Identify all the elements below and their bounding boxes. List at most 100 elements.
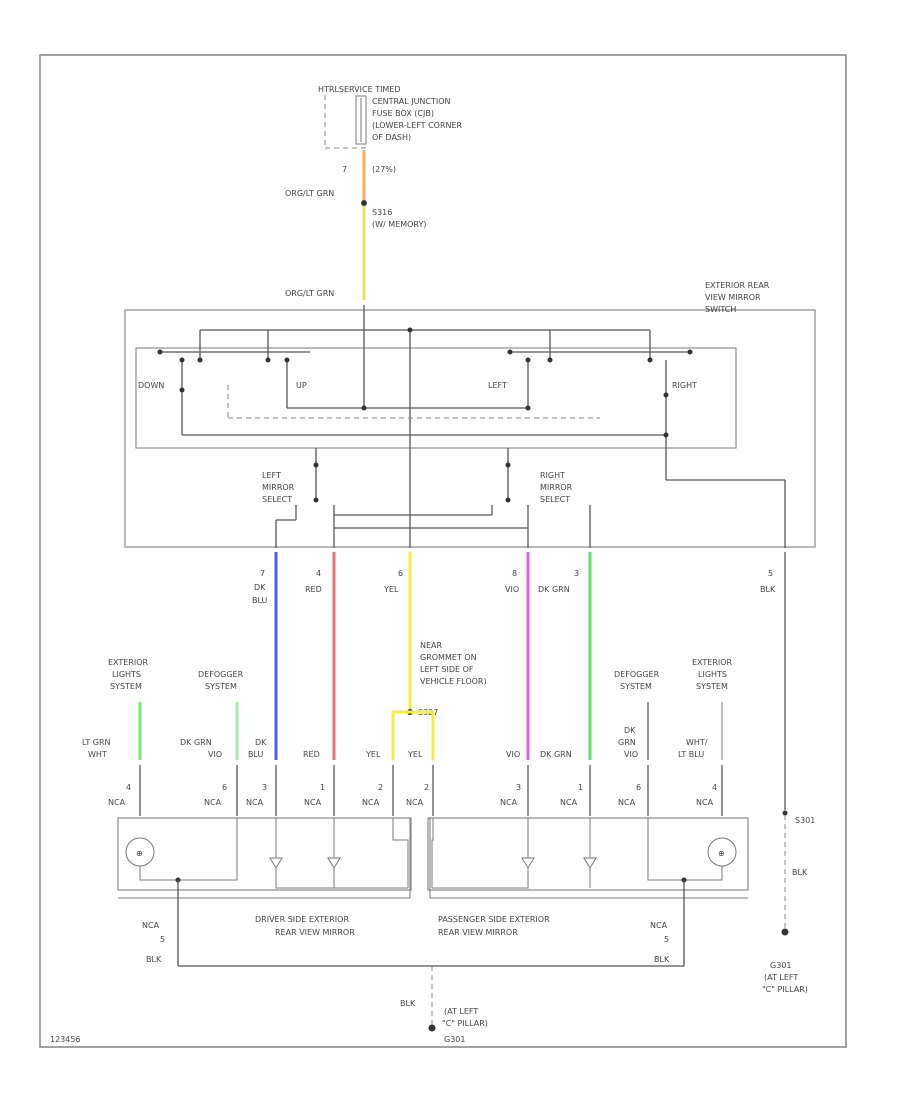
svg-text:NCA: NCA bbox=[618, 798, 636, 807]
ground-right-wire: BLK bbox=[654, 955, 670, 964]
svg-text:VIO: VIO bbox=[208, 750, 222, 759]
svg-text:WHT/: WHT/ bbox=[686, 738, 708, 747]
switch-title-3: SWITCH bbox=[705, 305, 736, 314]
svg-text:DK: DK bbox=[624, 726, 636, 735]
switch-internal-wiring bbox=[157, 305, 786, 548]
driver-motor-a-icon bbox=[269, 857, 283, 869]
svg-text:NCA: NCA bbox=[304, 798, 322, 807]
svg-text:NCA: NCA bbox=[696, 798, 714, 807]
svg-text:LT BLU: LT BLU bbox=[678, 750, 704, 759]
splice-s316-desc: (W/ MEMORY) bbox=[372, 220, 426, 229]
svg-text:⊕: ⊕ bbox=[136, 849, 143, 858]
pin-4-wire: RED bbox=[305, 585, 322, 594]
pass-mirror-label-1: PASSENGER SIDE EXTERIOR bbox=[438, 915, 550, 924]
svg-text:NCA: NCA bbox=[108, 798, 126, 807]
svg-text:3: 3 bbox=[262, 783, 267, 792]
grommet-4: VEHICLE FLOOR) bbox=[420, 677, 487, 686]
svg-text:NCA: NCA bbox=[406, 798, 424, 807]
ground-left-pin: 5 bbox=[160, 935, 165, 944]
svg-text:DK GRN: DK GRN bbox=[180, 738, 212, 747]
fuse-block: HTRLSERVICE TIMED CENTRAL JUNCTION FUSE … bbox=[318, 85, 463, 174]
driver-mirror-label-1: DRIVER SIDE EXTERIOR bbox=[255, 915, 349, 924]
svg-text:4: 4 bbox=[712, 783, 717, 792]
svg-text:4: 4 bbox=[126, 783, 131, 792]
switch-inner-box bbox=[135, 347, 737, 449]
switch-left-label: LEFT bbox=[488, 381, 507, 390]
ground-right-loc-1: (AT LEFT bbox=[764, 973, 798, 982]
pass-mirror-label-2: REAR VIEW MIRROR bbox=[438, 928, 518, 937]
mirror-internals: ⊕ ⊕ bbox=[125, 818, 737, 889]
pin-8-wire: VIO bbox=[505, 585, 519, 594]
fuse-amp: (27%) bbox=[372, 165, 396, 174]
svg-text:NCA: NCA bbox=[500, 798, 518, 807]
pass-mirror-pin-labels: YEL VIO DK GRN DK GRN VIO WHT/ LT BLU 2 … bbox=[406, 726, 717, 807]
ground-bottom-loc-2: "C" PILLAR) bbox=[442, 1019, 488, 1028]
pin-6-num: 6 bbox=[398, 569, 403, 578]
right-defogger-2: SYSTEM bbox=[620, 682, 652, 691]
ground-right-conn: NCA bbox=[650, 921, 668, 930]
fuse-desc-2: FUSE BOX (CJB) bbox=[372, 109, 434, 118]
fuse-block-label: HTRLSERVICE TIMED bbox=[318, 85, 401, 94]
svg-text:DK: DK bbox=[255, 738, 267, 747]
pin-7-num: 7 bbox=[260, 569, 265, 578]
wire-yel-branch bbox=[391, 710, 435, 760]
ground-bottom-id: G301 bbox=[444, 1035, 465, 1044]
switch-title-1: EXTERIOR REAR bbox=[705, 281, 770, 290]
switch-down-label: DOWN bbox=[138, 381, 164, 390]
splice-s316: S316 bbox=[372, 208, 392, 217]
ground-bottom-loc-1: (AT LEFT bbox=[444, 1007, 478, 1016]
svg-text:YEL: YEL bbox=[407, 750, 423, 759]
fuse-desc-3: (LOWER-LEFT CORNER bbox=[372, 121, 463, 130]
splice-s301: S301 bbox=[795, 816, 815, 825]
svg-text:2: 2 bbox=[378, 783, 383, 792]
pin-5-wire: BLK bbox=[760, 585, 776, 594]
svg-text:LT GRN: LT GRN bbox=[82, 738, 111, 747]
pin-3-wire: DK GRN bbox=[538, 585, 570, 594]
svg-text:VIO: VIO bbox=[624, 750, 638, 759]
right-ext-lights-1: EXTERIOR bbox=[692, 658, 733, 667]
pin-7-wire-b: BLU bbox=[252, 596, 268, 605]
switch-right-label: RIGHT bbox=[672, 381, 697, 390]
pass-motor-a-icon bbox=[521, 857, 535, 869]
pin-8-num: 8 bbox=[512, 569, 517, 578]
right-ext-lights-3: SYSTEM bbox=[696, 682, 728, 691]
svg-text:1: 1 bbox=[320, 783, 325, 792]
ground-right-pin: 5 bbox=[664, 935, 669, 944]
left-select-2: MIRROR bbox=[262, 483, 295, 492]
svg-text:VIO: VIO bbox=[506, 750, 520, 759]
right-ext-lights-2: LIGHTS bbox=[698, 670, 727, 679]
ground-wiring bbox=[177, 810, 789, 1032]
diagram-frame bbox=[39, 54, 847, 1048]
driver-mirror-pin-labels: LT GRN WHT DK GRN VIO DK BLU RED YEL 4 6… bbox=[82, 738, 383, 807]
pin-5-num: 5 bbox=[768, 569, 773, 578]
pin-7-wire-a: DK bbox=[254, 583, 266, 592]
svg-text:WHT: WHT bbox=[88, 750, 107, 759]
left-ext-lights-3: SYSTEM bbox=[110, 682, 142, 691]
feed-wire-switch-label: ORG/LT GRN bbox=[285, 289, 334, 298]
left-defogger-1: DEFOGGER bbox=[198, 670, 244, 679]
splice-s301-wire: BLK bbox=[792, 868, 808, 877]
grommet-2: GROMMET ON bbox=[420, 653, 477, 662]
pin-3-num: 3 bbox=[574, 569, 579, 578]
fuse-desc-1: CENTRAL JUNCTION bbox=[372, 97, 451, 106]
svg-text:6: 6 bbox=[636, 783, 641, 792]
pin-6-wire: YEL bbox=[383, 585, 399, 594]
left-select-1: LEFT bbox=[262, 471, 281, 480]
grommet-3: LEFT SIDE OF bbox=[420, 665, 474, 674]
right-select-2: MIRROR bbox=[540, 483, 573, 492]
driver-mirror-box bbox=[117, 817, 412, 891]
driver-mirror-label-2: REAR VIEW MIRROR bbox=[275, 928, 355, 937]
fuse-desc-4: OF DASH) bbox=[372, 133, 411, 142]
switch-up-label: UP bbox=[296, 381, 307, 390]
pass-motor-b-icon bbox=[583, 857, 597, 869]
pin-4-num: 4 bbox=[316, 569, 321, 578]
grommet-1: NEAR bbox=[420, 641, 443, 650]
feed-wire-top-label: ORG/LT GRN bbox=[285, 189, 334, 198]
ground-right-id: G301 bbox=[770, 961, 791, 970]
ground-left-conn: NCA bbox=[142, 921, 160, 930]
ground-left-wire: BLK bbox=[146, 955, 162, 964]
svg-text:NCA: NCA bbox=[362, 798, 380, 807]
svg-text:NCA: NCA bbox=[204, 798, 222, 807]
fuse-number: 7 bbox=[342, 165, 347, 174]
